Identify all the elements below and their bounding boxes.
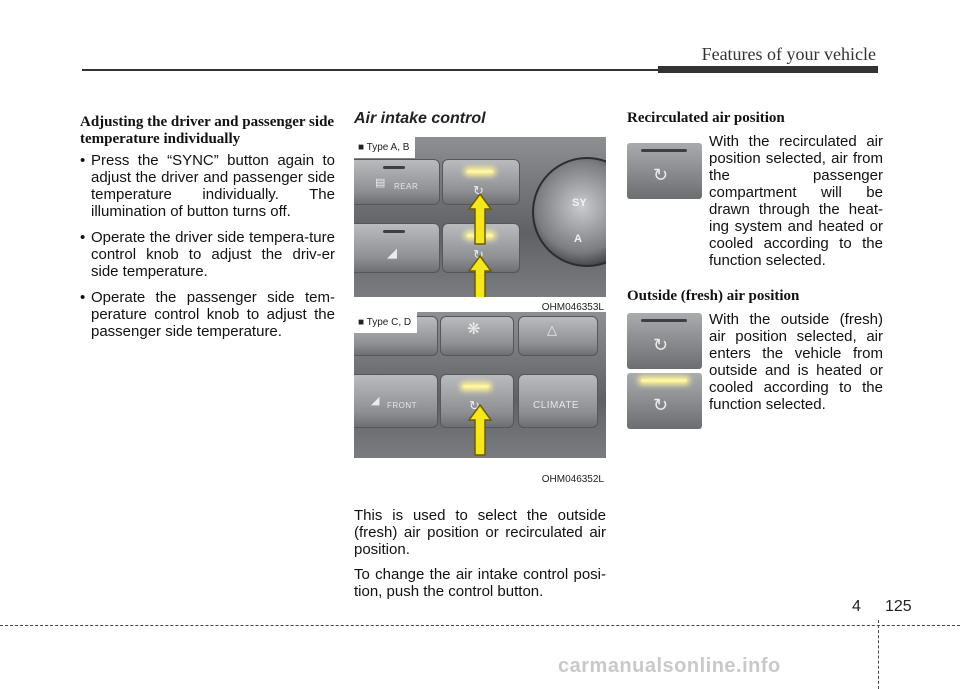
figure-code: OHM046353L: [541, 302, 604, 313]
rear-label: REAR: [394, 182, 419, 191]
defrost-mode-button: ◢: [354, 223, 440, 273]
chapter-number: 4: [852, 598, 861, 615]
up-arrow-icon: [468, 404, 492, 456]
fresh-button-image-off: ↻: [627, 313, 702, 369]
page-number: 125: [885, 598, 912, 615]
indicator-led-on: [641, 379, 687, 382]
fresh-air-icon: ↻: [653, 335, 669, 355]
header-rule-thick: [658, 66, 878, 73]
fresh-air-icon: ↻: [653, 395, 669, 415]
control-panel-figure: ■ Type A, B ▤ REAR ↻ ◢ ↻ SY A: [354, 137, 606, 487]
front-defrost-icon: ◢: [371, 395, 380, 407]
knob-text: A: [574, 233, 582, 245]
column-middle: Air intake control ■ Type A, B ▤ REAR ↻ …: [354, 110, 606, 600]
indicator-led-on: [467, 170, 493, 173]
up-arrow-icon: [468, 255, 492, 297]
recirc-air-icon: ↻: [473, 183, 484, 198]
auto-defog-icon: △: [547, 322, 557, 337]
recirc-block: ↻ With the recirculated air position sel…: [627, 133, 883, 269]
bullet-list: Press the “SYNC” button again to adjust …: [80, 152, 335, 340]
indicator-led: [383, 166, 405, 169]
paragraph: This is used to select the outside (fres…: [354, 507, 606, 558]
recirc-description: With the recirculated air position selec…: [709, 133, 883, 269]
up-arrow-icon: [468, 193, 492, 245]
column-left: Adjusting the driver and passenger side …: [80, 114, 335, 349]
column-right: Recirculated air position ↻ With the rec…: [627, 110, 883, 429]
climate-label: CLIMATE: [533, 400, 580, 411]
recirc-button-image: ↻: [627, 143, 702, 199]
climate-button: CLIMATE: [518, 374, 598, 428]
watermark: carmanualsonline.info: [558, 655, 781, 677]
auto-button: △: [518, 316, 598, 356]
front-defrost-button: ◢ FRONT: [354, 374, 438, 428]
rear-defrost-button: ▤ REAR: [354, 159, 440, 205]
panel-photo-type-cd: ■ Type C, D ❋ △ ◢ FRONT ↻ CLIMATE: [354, 312, 606, 458]
heading-recirculated: Recirculated air position: [627, 110, 785, 126]
fresh-button-image-on: ↻: [627, 373, 702, 429]
recirc-air-icon: ↻: [469, 398, 480, 413]
footer-divider: [878, 620, 879, 689]
heading-outside: Outside (fresh) air position: [627, 288, 800, 304]
type-tag: ■ Type C, D: [354, 312, 418, 333]
outside-block: ↻ ↻ With the outside (fresh) air positio…: [627, 311, 883, 429]
indicator-led: [383, 230, 405, 233]
running-header: Features of your vehicle: [701, 44, 876, 64]
indicator-led: [641, 149, 687, 152]
bullet-item: Operate the driver side tempera-ture con…: [80, 229, 335, 280]
footer-rule: [0, 625, 960, 626]
paragraph: To change the air intake control posi-ti…: [354, 566, 606, 600]
indicator-led: [641, 319, 687, 322]
panel-photo-type-ab: ■ Type A, B ▤ REAR ↻ ◢ ↻ SY A: [354, 137, 606, 297]
bullet-item: Press the “SYNC” button again to adjust …: [80, 152, 335, 220]
recirc-air-icon: ↻: [653, 165, 669, 185]
bullet-item: Operate the passenger side tem-perature …: [80, 289, 335, 340]
temperature-knob: SY A: [532, 157, 606, 267]
fan-button: ❋: [440, 316, 514, 356]
fresh-air-icon: ↻: [473, 247, 484, 262]
figure-code: OHM046352L: [541, 474, 604, 485]
front-label: FRONT: [387, 401, 418, 410]
rear-defrost-icon: ▤: [375, 177, 386, 189]
windshield-icon: ◢: [387, 245, 397, 260]
section-title-air-intake: Air intake control: [354, 110, 486, 127]
section-heading-individual-temp: Adjusting the driver and passenger side …: [80, 114, 335, 147]
header-rule: [82, 69, 658, 71]
indicator-led-on: [463, 385, 489, 388]
fan-icon: ❋: [467, 321, 481, 338]
type-tag: ■ Type A, B: [354, 137, 416, 158]
knob-text: SY: [572, 197, 587, 209]
outside-description: With the outside (fresh) air position se…: [709, 311, 883, 413]
